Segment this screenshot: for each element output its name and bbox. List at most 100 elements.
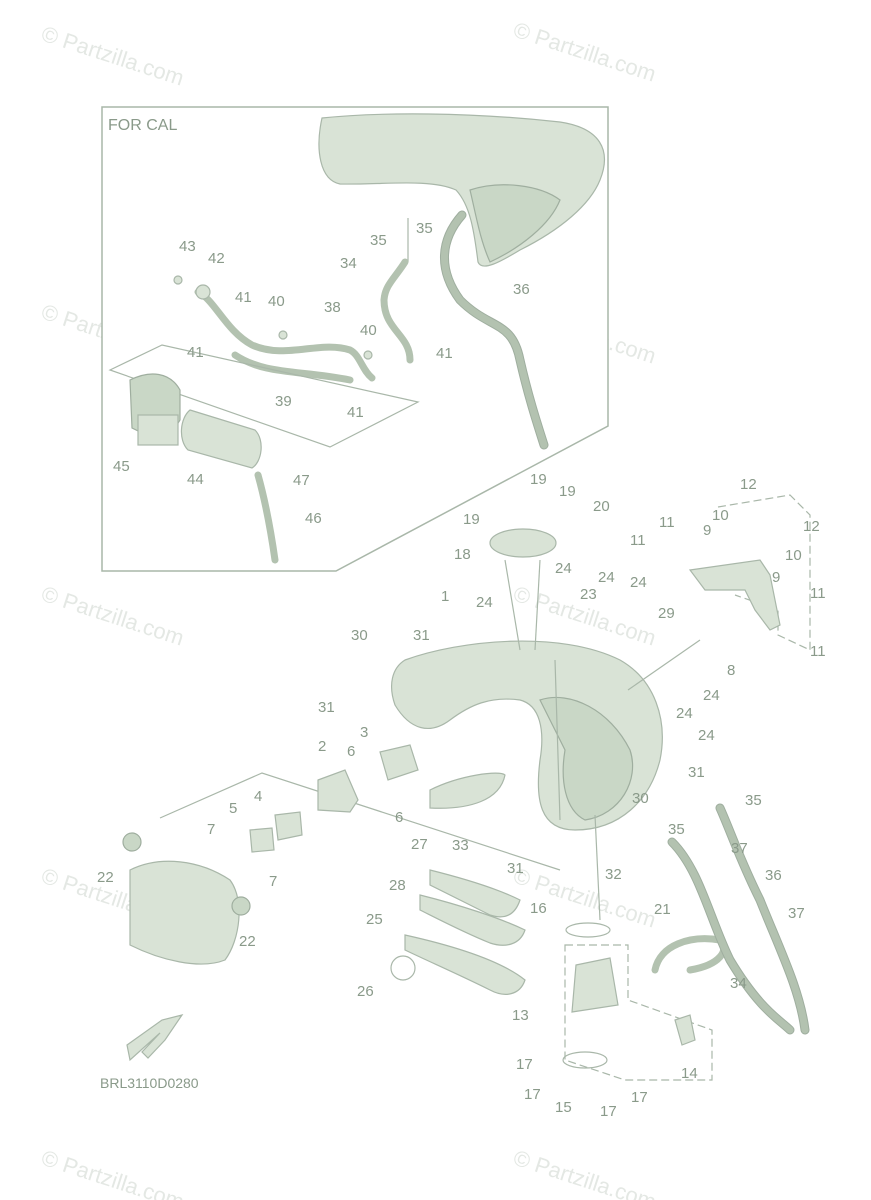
watermark: © Partzilla.com	[38, 1145, 187, 1200]
callout-label: 12	[803, 518, 820, 535]
callout-label: 30	[351, 627, 368, 644]
callout-label: 22	[239, 933, 256, 950]
callout-label: 20	[593, 498, 610, 515]
callout-label: 11	[659, 514, 675, 531]
callout-label: 36	[765, 867, 782, 884]
callout-label: 35	[370, 232, 387, 249]
callout-label: 2	[318, 738, 326, 755]
fuel-tank-assembly	[122, 494, 811, 1081]
callout-label: 38	[324, 299, 341, 316]
callout-label: 17	[524, 1086, 541, 1103]
watermark: © Partzilla.com	[510, 17, 659, 87]
callout-label: 42	[208, 250, 225, 267]
callout-label: 1	[441, 588, 449, 605]
callout-label: 17	[600, 1103, 617, 1120]
callout-label: 24	[703, 687, 720, 704]
hose-36-main-inner	[716, 804, 809, 1034]
cover-28	[419, 894, 526, 946]
hose-39	[231, 351, 354, 384]
bracket-8	[688, 559, 781, 631]
callout-label: 18	[454, 546, 471, 563]
callout-label: 9	[772, 569, 780, 586]
callout-label: 5	[229, 800, 237, 817]
canister-44	[180, 409, 262, 469]
callout-labels: 1 2 3 4 5 6 6 7 7 8 9 9 10 10 11 11 11 1…	[97, 220, 826, 1120]
hose-34-main-inner	[668, 838, 794, 1034]
seat-underside	[469, 184, 561, 263]
bracket-line	[627, 639, 701, 691]
callout-label: 23	[580, 586, 597, 603]
callout-label: 39	[275, 393, 292, 410]
ring-26	[390, 955, 416, 981]
hose-46	[254, 471, 279, 564]
callout-label: 34	[730, 975, 747, 992]
callout-label: 24	[698, 727, 715, 744]
callout-label: 35	[416, 220, 433, 237]
callout-label: 24	[676, 705, 693, 722]
callout-label: 19	[463, 511, 480, 528]
callout-label: 19	[559, 483, 576, 500]
grommet-22	[122, 832, 142, 852]
callout-label: 6	[395, 809, 403, 826]
callout-label: 22	[97, 869, 114, 886]
inset-title: FOR CAL	[108, 117, 177, 134]
callout-label: 9	[703, 522, 711, 539]
callout-label: 17	[631, 1089, 648, 1106]
cover-27	[429, 869, 521, 918]
callout-label: 47	[293, 472, 310, 489]
heat-shield-33	[429, 772, 506, 809]
frame-section	[129, 860, 240, 965]
callout-label: 37	[731, 840, 748, 857]
callout-label: 24	[476, 594, 493, 611]
guide	[554, 659, 561, 821]
clip-40b	[363, 350, 373, 360]
callout-label: 45	[113, 458, 130, 475]
watermark: © Partzilla.com	[510, 863, 659, 933]
callout-label: 15	[555, 1099, 572, 1116]
callout-label: 11	[810, 585, 826, 602]
gasket-16	[565, 922, 611, 938]
callout-label: 32	[605, 866, 622, 883]
watermark: © Partzilla.com	[38, 21, 187, 91]
side-panel-guide	[159, 772, 561, 871]
fuel-tank-side	[539, 696, 634, 821]
ring-15	[562, 1051, 608, 1069]
watermark: © Partzilla.com	[38, 581, 187, 651]
cap-plate-18	[489, 528, 557, 558]
panel-3	[379, 744, 419, 781]
callout-label: 10	[712, 507, 729, 524]
joint-42	[195, 284, 211, 300]
callout-label: 24	[555, 560, 572, 577]
callout-label: 46	[305, 510, 322, 527]
callout-label: 6	[347, 743, 355, 760]
callout-label: 27	[411, 836, 428, 853]
callout-label: 30	[632, 790, 649, 807]
callout-label: 25	[366, 911, 383, 928]
clip-43	[173, 275, 183, 285]
callout-label: 3	[360, 724, 368, 741]
callout-label: 41	[347, 404, 364, 421]
clip-40	[278, 330, 288, 340]
hose-34	[380, 258, 414, 364]
cover-25	[404, 934, 526, 995]
bracket-45	[137, 414, 179, 446]
watermark: © Partzilla.com	[510, 1145, 659, 1200]
diagram-code: BRL3110D0280	[100, 1075, 199, 1091]
callout-label: 7	[269, 873, 277, 890]
pump-group-outline	[564, 944, 713, 1081]
callout-label: 31	[688, 764, 705, 781]
cap-guide-line	[504, 559, 521, 651]
callout-label: 17	[516, 1056, 533, 1073]
callout-label: 34	[340, 255, 357, 272]
callout-label: 11	[630, 532, 646, 549]
callout-label: 33	[452, 837, 469, 854]
callout-label: 10	[785, 547, 802, 564]
fuel-pump-13	[571, 957, 619, 1013]
callout-label: 40	[268, 293, 285, 310]
guide	[594, 814, 601, 921]
callout-label: 14	[681, 1065, 698, 1082]
hose-36-inner	[441, 211, 548, 449]
callout-label: 16	[530, 900, 547, 917]
callout-label: 43	[179, 238, 196, 255]
